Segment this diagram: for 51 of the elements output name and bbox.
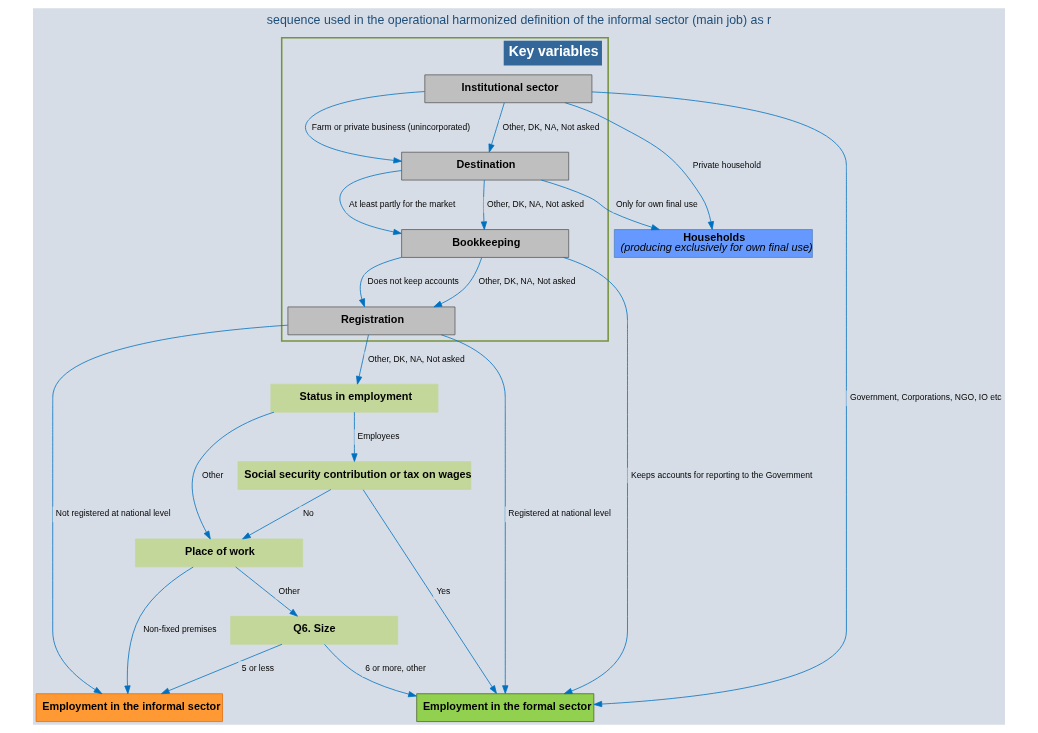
edge-label: Employees — [357, 431, 400, 442]
node-box: Employment in the formal sector — [416, 693, 595, 722]
node-box: Place of work — [135, 538, 303, 568]
node-box: Destination — [401, 151, 570, 181]
edge-label: Government, Corporations, NGO, IO etc — [849, 392, 1002, 403]
edge-label: Yes — [436, 585, 451, 596]
arrow — [191, 411, 275, 540]
arrow — [563, 257, 628, 695]
edge-label: At least partly for the market — [349, 198, 456, 209]
edge-label: Does not keep accounts — [367, 276, 459, 287]
node-box: Q6. Size — [230, 616, 399, 645]
arrow — [488, 102, 505, 153]
edge-label: Private household — [692, 160, 761, 171]
arrow — [124, 566, 194, 695]
arrow — [480, 179, 488, 230]
edge-label: Other, DK, NA, Not asked — [478, 276, 576, 287]
edge-label: Not registered at national level — [55, 508, 171, 519]
edge-label: Only for own final use — [615, 198, 698, 209]
arrow — [339, 170, 402, 235]
arrow — [242, 489, 332, 540]
node-box: Employment in the informal sector — [35, 693, 223, 722]
node-box: Households (producing exclusively for own final use) — [613, 229, 813, 258]
edge-label: Other, DK, NA, Not asked — [367, 353, 465, 364]
edge-label: Non-fixed premises — [143, 624, 217, 635]
node-box: Bookkeeping — [401, 229, 570, 258]
node-box: Status in employment — [270, 383, 439, 413]
arrow — [591, 91, 847, 708]
arrow — [433, 257, 483, 308]
arrow — [359, 257, 402, 308]
edge-label: 6 or more, other — [365, 663, 426, 674]
node-box: Registration — [287, 306, 456, 336]
arrow — [541, 179, 660, 231]
edge-label: Other — [202, 469, 224, 480]
edge-label: No — [302, 508, 314, 519]
edge-label: Other, DK, NA, Not asked — [502, 121, 600, 132]
node-box: Institutional sector — [424, 74, 593, 104]
edge-label: Other — [278, 585, 300, 596]
arrow — [564, 102, 714, 230]
edge-label: Keeps accounts for reporting to the Government — [630, 469, 813, 480]
edge-label: 5 or less — [241, 663, 274, 674]
arrow — [324, 643, 417, 698]
arrow — [305, 91, 426, 164]
arrow — [440, 334, 509, 694]
arrow — [235, 566, 298, 617]
arrow — [161, 643, 283, 695]
arrow — [356, 334, 369, 385]
diagram-title: sequence used in the operational harmonized definition of the informal sector (main job) as r — [266, 13, 772, 28]
edge-label: Other, DK, NA, Not asked — [487, 198, 584, 209]
edge-label: Farm or private business (unincorporated) — [311, 121, 471, 132]
edge-label: Registered at national level — [508, 508, 611, 519]
node-box: Social security contribution or tax on wages — [237, 461, 472, 490]
